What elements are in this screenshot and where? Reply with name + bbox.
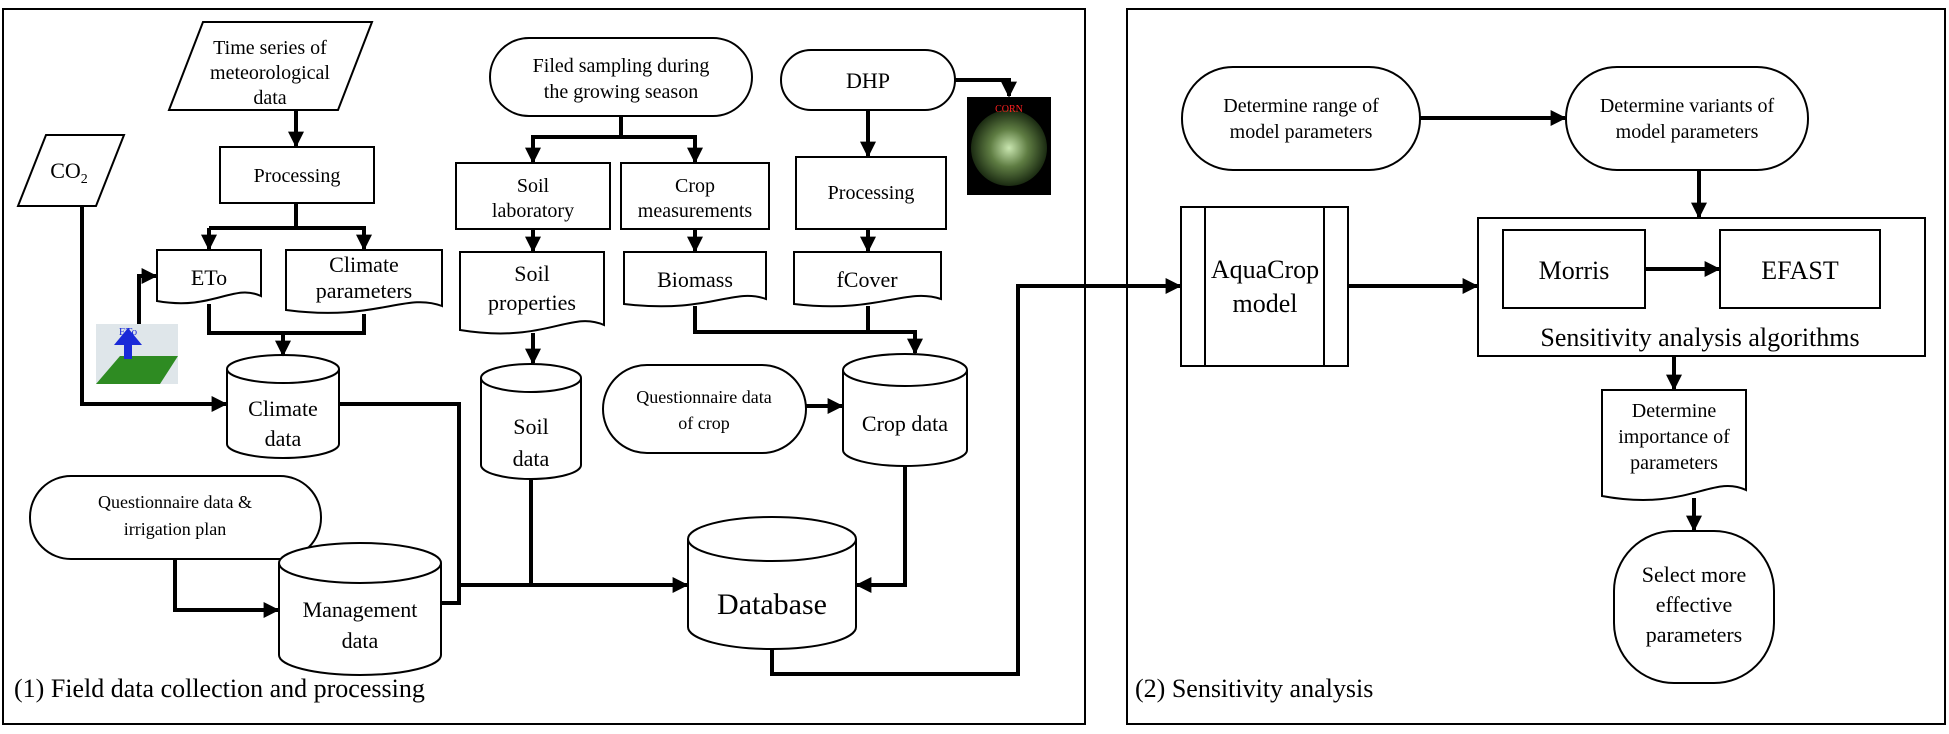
variants-line-2: model parameters [1616, 121, 1759, 143]
corn-photo: CORN [967, 97, 1051, 195]
dhp-label: DHP [846, 68, 890, 93]
management-data-node [278, 542, 442, 676]
aquacrop-line-1: AquaCrop [1211, 255, 1319, 284]
sa-algorithms-label: Sensitivity analysis algorithms [1540, 323, 1859, 352]
conn-climate-database [339, 402, 461, 585]
conn-biomass-cropdata [693, 306, 923, 355]
soil-data-line-1: Soil [513, 414, 548, 439]
conn-icon-eto [137, 268, 158, 324]
processing-dhp-label: Processing [828, 182, 915, 204]
eto-icon-label: ETo [119, 326, 138, 338]
range-line-1: Determine range of [1223, 95, 1379, 117]
variants-node [1565, 66, 1809, 171]
time-series-line-3: data [253, 87, 286, 109]
biomass-node [623, 251, 767, 308]
biomass-label: Biomass [657, 267, 733, 292]
soil-lab-line-2: laboratory [492, 200, 574, 222]
processing-left-label: Processing [254, 165, 341, 187]
fcover-node [793, 251, 942, 308]
questionnaire-irrig-line-1: Questionnaire data & [98, 492, 252, 512]
climate-params-line-1: Climate [329, 252, 399, 277]
time-series-line-2: meteorological [210, 62, 330, 84]
aquacrop-line-2: model [1233, 289, 1298, 318]
management-line-1: Management [303, 597, 418, 622]
importance-line-1: Determine [1632, 400, 1717, 422]
climate-data-node [226, 354, 340, 459]
panel-sensitivity [1126, 8, 1946, 725]
conn-processing-split [209, 203, 298, 230]
efast-label: EFAST [1761, 256, 1839, 285]
importance-node [1601, 389, 1747, 501]
field-sampling-line-1: Filed sampling during [533, 55, 710, 77]
panel-label-field: (1) Field data collection and processing [14, 674, 425, 703]
importance-line-3: parameters [1630, 452, 1718, 474]
eto-node [156, 249, 262, 305]
processing-left-node [219, 146, 375, 204]
soil-props-node [459, 251, 605, 335]
morris-label: Morris [1539, 256, 1610, 285]
field-sampling-line-2: the growing season [544, 81, 698, 103]
crop-data-node [842, 353, 968, 467]
conn-management-database [441, 585, 461, 605]
conn-irrig-management [173, 559, 280, 618]
time-series-line-1: Time series of [213, 37, 327, 59]
conn-database-aquacrop [770, 278, 1182, 676]
panel-label-sensitivity: (2) Sensitivity analysis [1135, 674, 1373, 703]
database-node [687, 516, 857, 650]
questionnaire-crop-line-2: of crop [678, 413, 729, 433]
conn-field-split [525, 116, 623, 164]
panel-field-data [2, 8, 1086, 725]
conn-dhp-photo [955, 78, 1017, 98]
soil-props-line-1: Soil [514, 261, 549, 286]
conn-field-crop [621, 135, 703, 164]
conn-co2-climate-data [80, 206, 228, 412]
efast-node [1719, 229, 1881, 309]
aquacrop-node [1180, 206, 1349, 367]
climate-data-line-1: Climate [248, 396, 318, 421]
select-line-3: parameters [1646, 622, 1743, 647]
conn-params-climate-data [283, 314, 366, 335]
crop-meas-line-2: measurements [638, 200, 753, 222]
conn-split-climate [296, 226, 372, 251]
crop-data-label: Crop data [862, 411, 948, 436]
eto-label: ETo [191, 265, 227, 290]
processing-dhp-node [795, 156, 947, 230]
crop-meas-line-1: Crop [675, 175, 715, 197]
eto-icon: ETo [96, 324, 178, 384]
range-line-2: model parameters [1230, 121, 1373, 143]
corn-photo-label: CORN [995, 104, 1023, 115]
climate-params-node [285, 249, 443, 314]
questionnaire-crop-line-1: Questionnaire data [636, 387, 771, 407]
soil-data-node [480, 363, 582, 480]
questionnaire-irrig-line-2: irrigation plan [124, 519, 226, 539]
variants-line-1: Determine variants of [1600, 95, 1775, 117]
conn-cropdata-database [855, 466, 907, 593]
range-node [1181, 66, 1421, 171]
soil-lab-line-1: Soil [517, 175, 550, 197]
database-label: Database [717, 588, 827, 621]
select-line-2: effective [1656, 592, 1733, 617]
co2-label: CO2 [50, 158, 88, 187]
field-sampling-node [489, 37, 753, 117]
questionnaire-crop-node [602, 364, 807, 454]
management-line-2: data [342, 628, 379, 653]
questionnaire-irrig-node [29, 475, 322, 560]
select-line-1: Select more [1642, 562, 1746, 587]
co2-node [16, 134, 126, 207]
importance-line-2: importance of [1618, 426, 1730, 448]
conn-eto-climate-data [207, 304, 291, 357]
soil-data-line-2: data [513, 446, 550, 471]
time-series-node [167, 21, 374, 111]
climate-data-line-2: data [265, 426, 302, 451]
fcover-label: fCover [836, 267, 898, 292]
climate-params-line-2: parameters [316, 278, 413, 303]
morris-node [1502, 229, 1646, 309]
soil-props-line-2: properties [488, 290, 576, 315]
